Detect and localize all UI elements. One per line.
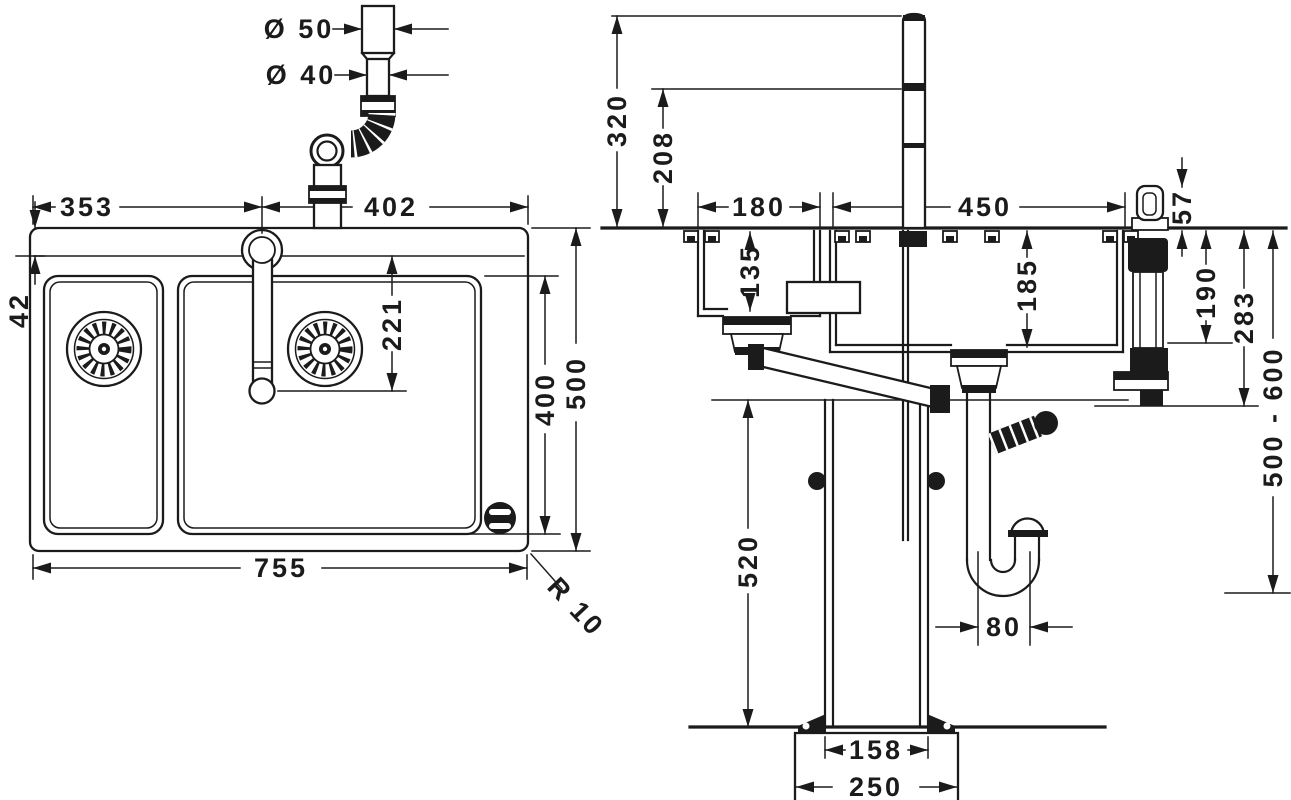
union-ring xyxy=(309,133,345,169)
faucet-spout-arm xyxy=(251,246,274,394)
section-dimensions: 320 208 180 450 57 135 185 190 xyxy=(602,15,1291,728)
support-column xyxy=(808,398,945,729)
dim-bowl-front-to-back: 400 xyxy=(530,372,560,426)
select-handle-valve xyxy=(1113,184,1169,406)
dim-small-bowl-width: 180 xyxy=(732,192,786,222)
drain-remote-knob xyxy=(484,502,516,534)
strainer-left-section xyxy=(722,316,792,355)
drain-plumbing xyxy=(722,316,1058,598)
dim-column-width: 158 xyxy=(849,735,903,765)
dim-valve-assembly-depth: 283 xyxy=(1229,290,1259,344)
faucet-spout-tip xyxy=(248,377,276,405)
plan-view: 353 402 42 221 400 500 755 xyxy=(4,4,611,643)
dim-waste-dia-lower: Ø 40 xyxy=(266,60,337,90)
dim-handle-height: 57 xyxy=(1167,189,1197,225)
mounting-ear-left xyxy=(808,472,826,490)
drain-strainer-left xyxy=(65,310,143,388)
dim-overall-depth: 500 xyxy=(561,356,591,410)
dim-support-column-height: 520 xyxy=(733,534,763,588)
waste-pipe-50 xyxy=(360,4,396,55)
dim-spout-top-height: 320 xyxy=(602,93,632,147)
dim-spout-outlet-height: 208 xyxy=(648,130,678,184)
dim-base-plate-width: 250 xyxy=(849,772,903,800)
dim-large-bowl-depth: 185 xyxy=(1012,258,1042,312)
bottom-dimensions: 80 158 250 xyxy=(795,551,1073,800)
waste-elbow xyxy=(350,112,396,158)
outlet-elbow xyxy=(987,415,1043,455)
dim-left-edge-to-tap: 353 xyxy=(60,192,114,222)
dim-trap-offset: 80 xyxy=(986,612,1022,642)
dim-rear-ledge: 42 xyxy=(4,292,34,328)
waste-pipe-detail xyxy=(308,4,396,230)
faucet-pillar xyxy=(901,12,927,230)
waste-pipe-40 xyxy=(365,57,391,98)
faucet-plan xyxy=(240,228,284,405)
dim-valve-body-depth: 190 xyxy=(1191,265,1221,319)
anchor-feet xyxy=(798,714,955,733)
dim-tap-to-right-edge: 402 xyxy=(364,192,418,222)
dim-large-bowl-width: 450 xyxy=(958,192,1012,222)
dim-overall-width: 755 xyxy=(254,553,308,583)
dim-cabinet-depth-range: 500 - 600 xyxy=(1258,346,1288,487)
dim-spout-reach: 221 xyxy=(377,297,407,351)
dispenser-box xyxy=(785,280,862,315)
p-trap xyxy=(965,517,1048,598)
mounting-clips xyxy=(683,230,1139,243)
tailpiece xyxy=(965,391,992,562)
mounting-ear-right xyxy=(927,472,945,490)
dim-waste-dia-upper: Ø 50 xyxy=(264,14,335,44)
section-view: 320 208 180 450 57 135 185 190 xyxy=(600,12,1291,800)
drain-strainer-right xyxy=(286,310,364,388)
dim-corner-radius: R 10 xyxy=(541,572,610,643)
strainer-right-section xyxy=(950,349,1008,393)
dim-small-bowl-depth: 135 xyxy=(735,244,765,298)
